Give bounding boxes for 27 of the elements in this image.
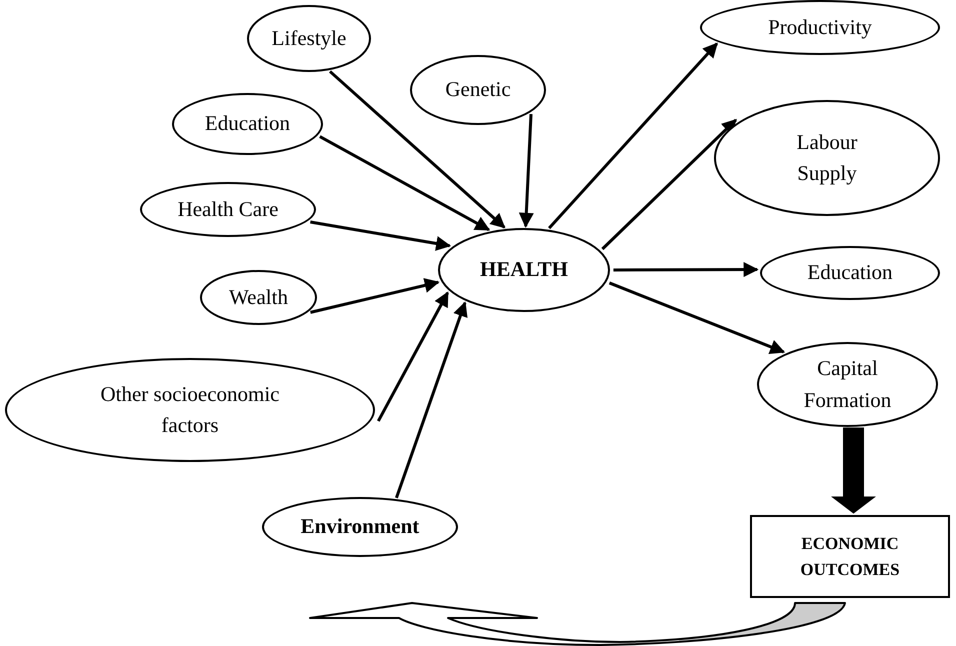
node-label: Education — [204, 110, 290, 138]
node-label: ECONOMIC OUTCOMES — [799, 533, 901, 580]
outcome-box — [750, 515, 950, 598]
node-label: Productivity — [768, 14, 872, 41]
node-label: Other socioeconomic factors — [99, 380, 281, 439]
arrow — [395, 301, 468, 498]
arrow — [319, 135, 490, 232]
arrow — [601, 118, 737, 250]
arrow — [310, 278, 440, 314]
arrow — [608, 282, 786, 354]
arrow — [518, 114, 534, 228]
block-arrow — [831, 428, 876, 514]
arrow — [328, 70, 506, 228]
node-label: Education — [807, 259, 893, 286]
node-label: Environment — [300, 513, 420, 540]
arrow — [613, 262, 759, 278]
arrow — [548, 42, 718, 230]
node-label: Labour Supply — [796, 128, 858, 187]
arrow — [310, 220, 452, 251]
curved-block-arrow — [309, 602, 846, 646]
node-label: Genetic — [445, 76, 511, 104]
node-label: HEALTH — [480, 256, 568, 284]
node-label: Wealth — [229, 284, 288, 311]
arrow — [377, 291, 449, 422]
node-label: Lifestyle — [272, 24, 346, 52]
node-label: Health Care — [178, 196, 278, 223]
node-label: Capital Formation — [802, 355, 892, 414]
